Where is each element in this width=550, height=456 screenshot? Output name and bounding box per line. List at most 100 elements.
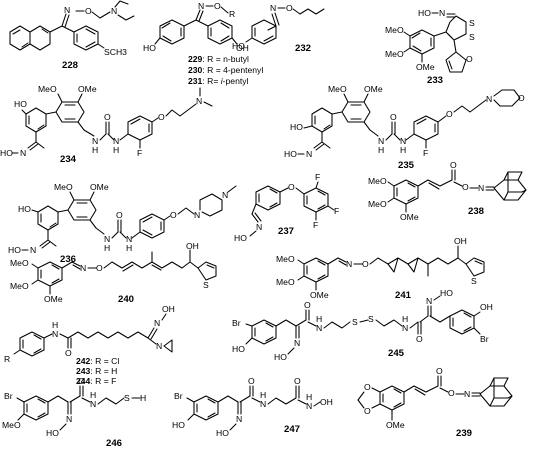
atom-meo2: MeO — [276, 277, 295, 287]
atom-n: N — [198, 1, 204, 11]
atom-o1: O — [364, 382, 371, 392]
atom-br2: Br — [480, 334, 489, 344]
atom-n: N — [20, 148, 26, 158]
atom-n2: N — [111, 6, 117, 16]
compound-228: N O N SCH3 228 — [9, 0, 135, 71]
atom-s: S — [203, 280, 209, 290]
atom-oh1: HO — [143, 43, 156, 53]
atom-n3: N — [486, 94, 492, 104]
atom-n2: N — [260, 399, 266, 409]
atom-o2: O — [364, 406, 371, 416]
atom-n: N — [439, 8, 445, 18]
atom-o: O — [362, 259, 369, 269]
atom-o4: O — [448, 388, 455, 398]
atom-n: N — [346, 259, 352, 269]
atom-h1: H — [104, 243, 110, 253]
atom-ome1: OMe — [78, 84, 97, 94]
label-239: 239 — [456, 428, 472, 439]
atom-ho: HO — [418, 8, 431, 18]
atom-h1: H — [378, 145, 384, 155]
atom-o: O — [78, 376, 85, 386]
atom-h: H — [90, 390, 96, 400]
atom-o: O — [104, 112, 111, 122]
atom-s1: S — [352, 317, 358, 327]
atom-n3: N — [402, 323, 408, 333]
atom-sch3: SCH3 — [104, 47, 127, 57]
atom-f3: F — [313, 220, 318, 230]
atom-o3: O — [436, 366, 443, 376]
atom-meo: MeO — [2, 420, 21, 430]
atom-r: R — [229, 9, 235, 19]
legend-229: 229: R = n-butyl — [188, 54, 249, 64]
atom-meo: MeO — [328, 84, 347, 94]
atom-ome: OMe — [364, 84, 383, 94]
label-236: 236 — [60, 254, 76, 265]
atom-ho: HO — [18, 204, 31, 214]
compound-238: MeO MeO OMe O O N 238 — [368, 160, 527, 222]
atom-s: S — [471, 276, 477, 286]
atom-o2: O — [416, 334, 423, 344]
atom-ho2: HO — [284, 149, 297, 159]
compound-239: O O OMe O O N 239 — [357, 366, 513, 439]
atom-ho2: HO — [0, 148, 13, 158]
atom-meo: MeO — [54, 182, 73, 192]
atom-h2: H — [306, 392, 312, 402]
atom-n2: N — [316, 323, 322, 333]
atom-n: N — [52, 329, 58, 339]
atom-h: H — [260, 390, 266, 400]
label-247: 247 — [284, 424, 300, 435]
atom-h2: H — [400, 145, 406, 155]
label-238: 238 — [468, 206, 485, 217]
atom-nh2: N — [113, 136, 119, 146]
atom-nh2: N — [400, 136, 406, 146]
label-234: 234 — [60, 154, 77, 165]
atom-n: N — [30, 245, 36, 255]
atom-ome: OMe — [44, 294, 63, 304]
atom-o: O — [248, 376, 255, 386]
legend-242: 242: R = Cl — [76, 356, 119, 366]
legend-231: 231: R= i-pentyl — [188, 76, 249, 86]
atom-br: Br — [174, 391, 183, 401]
label-228: 228 — [62, 60, 79, 71]
atom-n: N — [80, 263, 86, 273]
atom-n4: N — [222, 190, 228, 200]
atom-ome: OMe — [90, 182, 109, 192]
atom-n: N — [306, 149, 312, 159]
atom-r: R — [4, 354, 10, 364]
atom-o: O — [214, 1, 221, 11]
atom-n3: N — [196, 96, 202, 106]
atom-o: O — [85, 6, 92, 16]
atom-o: O — [286, 3, 293, 13]
atom-n: N — [464, 389, 470, 399]
atom-h: H — [52, 320, 58, 330]
compound-235: MeO OMe HO N HO N H O N H F — [284, 84, 525, 171]
atom-o: O — [390, 112, 397, 122]
atom-meo2: MeO — [385, 49, 404, 59]
atom-oh2: OH — [236, 43, 249, 53]
compound-232: N O HO 232 — [232, 3, 325, 54]
atom-n3: N — [194, 210, 200, 220]
compound-240: MeO MeO OMe N O OH S 240 — [10, 241, 217, 305]
atom-n: N — [64, 5, 70, 15]
atom-br: Br — [4, 391, 13, 401]
atom-ho2: HO — [216, 428, 229, 438]
atom-ho3: HO — [440, 288, 453, 298]
atom-f: F — [423, 148, 428, 158]
atom-ome: OMe — [386, 420, 405, 430]
atom-meo: MeO — [38, 84, 57, 94]
legend-230: 230: R = 4-pentenyl — [188, 65, 263, 75]
atom-nh1: N — [92, 136, 98, 146]
atom-nh1: N — [378, 136, 384, 146]
atom-h2: H — [126, 243, 132, 253]
label-237: 237 — [278, 226, 294, 237]
atom-s1: S — [469, 18, 475, 28]
label-232: 232 — [295, 43, 311, 54]
atom-ho: HO — [46, 428, 59, 438]
label-240: 240 — [118, 294, 134, 305]
atom-meo1: MeO — [10, 258, 29, 268]
atom-ho: HO — [234, 233, 247, 243]
atom-o2: O — [170, 210, 177, 220]
atom-f1: F — [315, 172, 320, 182]
atom-s2: S — [469, 32, 475, 42]
atom-o: O — [450, 160, 457, 170]
